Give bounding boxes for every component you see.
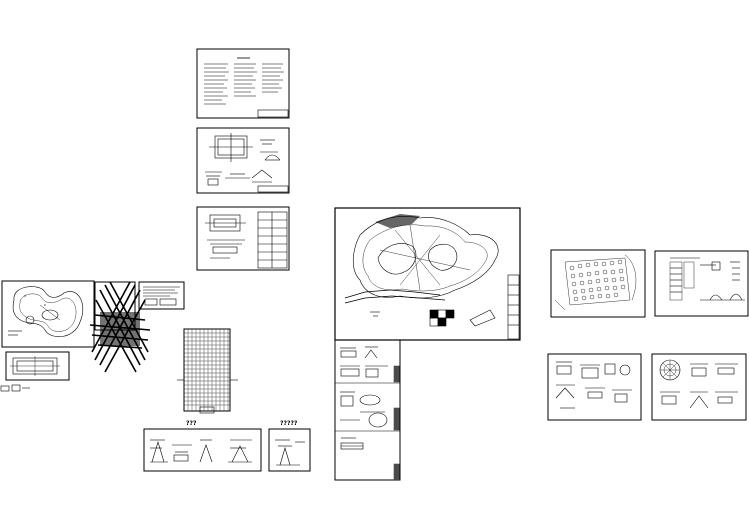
sheet-design-notes[interactable] [196,48,290,119]
sheet-stack-details[interactable] [334,339,401,481]
sheet-center-details[interactable] [268,428,311,472]
sheet-paving-details[interactable] [547,353,642,421]
sheet-section-details[interactable] [143,428,262,472]
sheet-planting-notes[interactable] [138,281,185,310]
label-left-detail: ??? [186,420,197,427]
sheet-pavilion-details[interactable] [196,206,290,271]
sheet-plant-schedule[interactable] [654,250,749,317]
planting-cluster[interactable] [89,281,151,373]
sheet-garden-oval-plan[interactable] [1,280,95,348]
sheet-circular-details[interactable] [651,353,747,421]
sheet-pool-plan[interactable] [0,351,70,392]
sheet-master-plan[interactable] [334,207,521,341]
sheet-pavilion-plan[interactable] [196,127,290,194]
paving-grid-plan[interactable] [177,328,238,414]
label-right-detail: ????? [280,420,298,427]
sheet-planting-plan[interactable] [550,249,646,318]
